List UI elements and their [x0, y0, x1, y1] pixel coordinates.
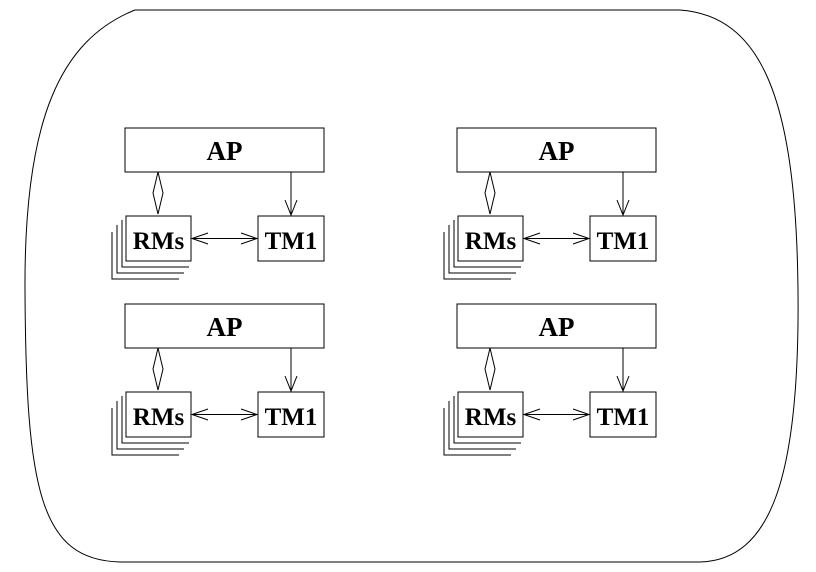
tm-label: TM1: [265, 228, 318, 255]
rm-label: RMs: [133, 228, 185, 255]
arrowhead: [190, 408, 209, 421]
arrowhead: [616, 375, 630, 393]
arrowhead: [284, 375, 298, 393]
arrowhead: [522, 232, 541, 245]
ap-rm-diamond-link: [484, 347, 496, 391]
arrowhead: [572, 232, 591, 245]
module-group: AP RMs TM1: [111, 127, 325, 280]
arrowhead: [240, 408, 259, 421]
ap-label: AP: [539, 312, 575, 342]
rm-stack-line: [116, 401, 184, 450]
arrowhead: [616, 199, 630, 217]
ap-box: [124, 127, 325, 173]
module-group: AP RMs TM1: [443, 303, 657, 456]
rm-stack-line: [121, 220, 189, 268]
tm-label: TM1: [597, 228, 650, 255]
rm-label: RMs: [465, 404, 517, 431]
rm-label: RMs: [465, 228, 517, 255]
module-group: AP RMs TM1: [443, 127, 657, 280]
rm-box: [457, 215, 524, 262]
rm-label: RMs: [133, 404, 185, 431]
tm-label: TM1: [265, 404, 318, 431]
rm-stack-line: [116, 225, 184, 274]
arrowhead: [572, 408, 591, 421]
tm-box: [257, 215, 325, 262]
rm-stack-line: [448, 225, 516, 274]
ap-box: [456, 127, 657, 173]
ap-box: [124, 303, 325, 349]
rm-stack-line: [111, 408, 179, 456]
rm-box: [125, 215, 192, 262]
rm-stack-line: [448, 401, 516, 450]
ap-label: AP: [539, 136, 575, 166]
rm-box: [457, 391, 524, 438]
rm-stack-line: [453, 396, 521, 444]
module-group: AP RMs TM1: [111, 303, 325, 456]
arrowhead: [284, 199, 298, 217]
ap-label: AP: [207, 136, 243, 166]
outer-boundary: [24, 9, 799, 563]
ap-box: [456, 303, 657, 349]
ap-rm-diamond-link: [152, 171, 164, 215]
tm-box: [589, 391, 657, 438]
arrowhead: [522, 408, 541, 421]
rm-stack-line: [121, 396, 189, 444]
tm-label: TM1: [597, 404, 650, 431]
rm-box: [125, 391, 192, 438]
ap-rm-diamond-link: [152, 347, 164, 391]
rm-stack-line: [453, 220, 521, 268]
ap-label: AP: [207, 312, 243, 342]
rm-stack-line: [111, 232, 179, 280]
rm-stack-line: [443, 232, 511, 280]
arrowhead: [240, 232, 259, 245]
ap-rm-diamond-link: [484, 171, 496, 215]
rm-stack-line: [443, 408, 511, 456]
arrowhead: [190, 232, 209, 245]
